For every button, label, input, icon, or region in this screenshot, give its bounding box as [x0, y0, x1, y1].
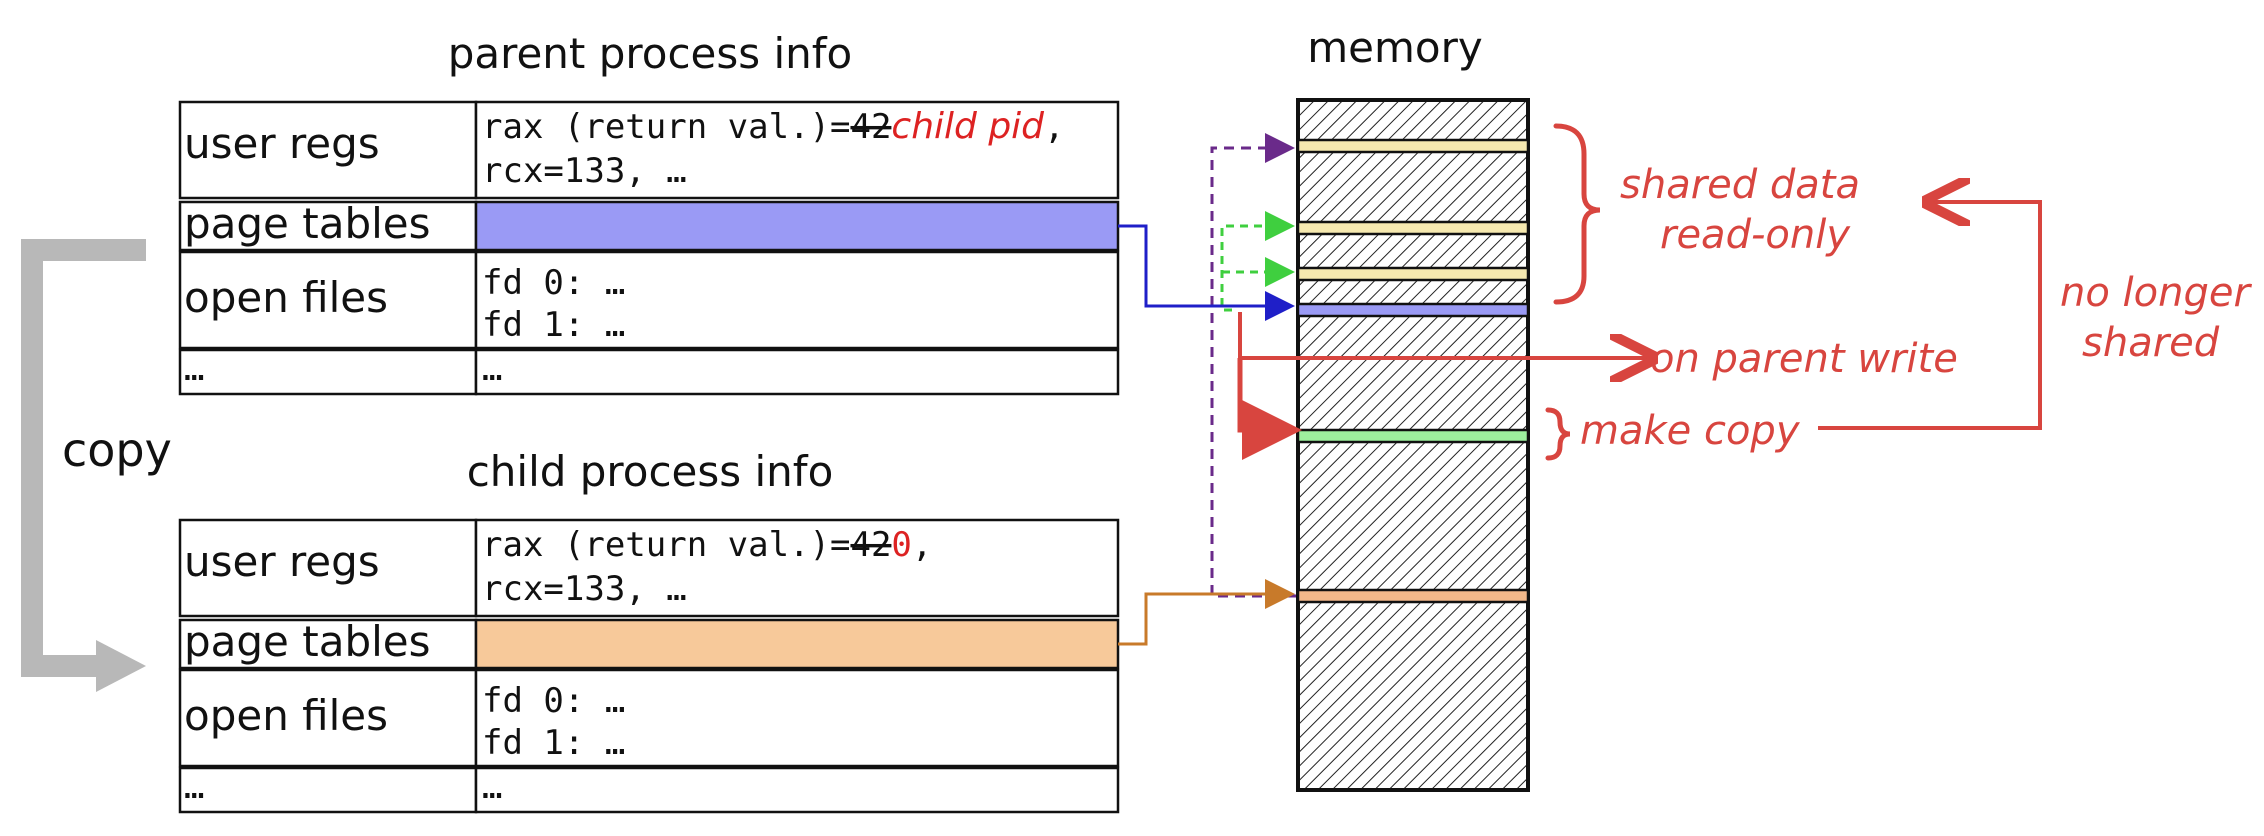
no-longer-shared-label-line2: shared: [2082, 320, 2220, 366]
child-more-label: …: [184, 767, 204, 807]
make-copy-arrow: [1237, 358, 1302, 460]
child-page-tables-label: page tables: [184, 617, 431, 666]
child-page-tables-bar: [474, 618, 1120, 670]
memory-parent-page-table: [1296, 302, 1530, 318]
parent-rax-suffix: ,: [1044, 107, 1064, 147]
parent-open-files-value-cell: [474, 250, 1120, 350]
no-longer-shared-arrow: [1818, 202, 2042, 430]
child-more-value: …: [482, 767, 502, 807]
shared-data-label-line1: shared data: [1620, 162, 1860, 208]
child-rax-suffix: ,: [912, 525, 932, 565]
child-more-label-cell: [178, 766, 478, 814]
parent-more-value: …: [482, 349, 502, 389]
child-page-table-arrow: [1118, 579, 1295, 646]
child-open-files-value-cell: [474, 668, 1120, 768]
parent-process-title: parent process info: [448, 29, 853, 78]
child-user-regs-label: user regs: [184, 537, 380, 586]
child-open-files-label: open files: [184, 691, 388, 740]
parent-page-tables-bar: [474, 200, 1120, 252]
on-parent-write-label: on parent write: [1650, 336, 1958, 382]
parent-page-table-arrow: [1118, 224, 1295, 321]
shared-data-brace: [1553, 123, 1601, 305]
parent-fd0: fd 0: …: [482, 263, 625, 303]
parent-rax-new-value: child pid: [891, 106, 1045, 147]
parent-rax-line: rax (return val.)=42child pid,: [482, 106, 1065, 147]
memory-block: [1296, 98, 1530, 792]
memory-column: [1296, 98, 1530, 792]
shared-data-label-line2: read-only: [1660, 212, 1851, 258]
child-user-regs-value-cell: [474, 518, 1120, 618]
child-rax-line: rax (return val.)=420,: [482, 525, 932, 565]
child-more-value-cell: [474, 766, 1120, 814]
memory-child-page-table: [1296, 588, 1530, 604]
copy-label: copy: [62, 423, 172, 477]
memory-shared-page-2: [1296, 220, 1530, 236]
child-page-tables-label-cell: [178, 618, 478, 670]
parent-more-value-cell: [474, 348, 1120, 396]
parent-rax-prefix: rax (return val.)=: [482, 107, 850, 147]
parent-more-label-cell: [178, 348, 478, 396]
memory-shared-page-1: [1296, 138, 1530, 154]
make-copy-label: make copy: [1580, 408, 1801, 454]
parent-fd1: fd 1: …: [482, 305, 625, 345]
child-process-table: user regs rax (return val.)=420, rcx=133…: [178, 518, 1120, 814]
child-fd1: fd 1: …: [482, 723, 625, 763]
no-longer-shared-label-line1: no longer: [2060, 270, 2252, 316]
child-rax-old-value: 42: [850, 525, 891, 565]
child-open-files-label-cell: [178, 668, 478, 768]
memory-title: memory: [1307, 23, 1483, 72]
child-rax-prefix: rax (return val.)=: [482, 525, 850, 565]
parent-page-tables-label-cell: [178, 200, 478, 252]
child-fd0: fd 0: …: [482, 681, 625, 721]
copy-arrow: [21, 239, 146, 692]
memory-shared-page-3: [1296, 266, 1530, 282]
red-annotations: shared data read-only on parent write ma…: [1237, 123, 2252, 461]
child-shared-pointer-arrow: [1210, 133, 1296, 598]
parent-user-regs-label: user regs: [184, 119, 380, 168]
copy-arrowhead: [96, 640, 146, 692]
parent-rcx-line: rcx=133, …: [482, 151, 687, 191]
child-user-regs-label-cell: [178, 518, 478, 618]
parent-rax-old-value: 42: [850, 107, 891, 147]
child-rcx-line: rcx=133, …: [482, 569, 687, 609]
parent-open-files-label: open files: [184, 273, 388, 322]
parent-user-regs-value-cell: [474, 100, 1120, 200]
memory-copied-page: [1296, 428, 1530, 444]
make-copy-brace: [1545, 407, 1571, 461]
parent-process-table: user regs rax (return val.)=42child pid,…: [178, 100, 1120, 396]
parent-page-tables-label: page tables: [184, 199, 431, 248]
child-process-title: child process info: [467, 447, 834, 496]
parent-more-label: …: [184, 349, 204, 389]
child-rax-new-value: 0: [891, 525, 911, 565]
parent-user-regs-label-cell: [178, 100, 478, 200]
green-pointer-arrow-1: [1220, 211, 1295, 312]
